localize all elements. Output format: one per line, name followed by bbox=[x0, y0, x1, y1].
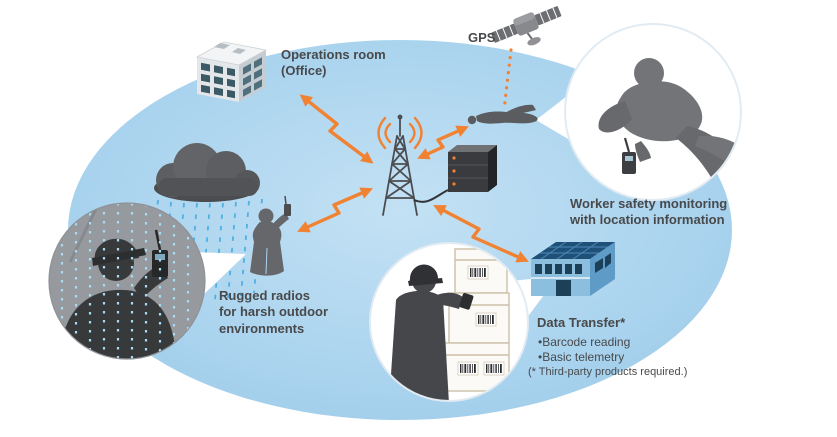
gps-label: GPS bbox=[468, 30, 496, 45]
warehouse-icon bbox=[531, 241, 615, 296]
barcode-scanner-icon bbox=[459, 293, 474, 310]
radio-tower-icon bbox=[382, 114, 418, 216]
worker-safety-inset bbox=[565, 24, 741, 200]
gps-signal-dotted-line bbox=[502, 48, 513, 112]
worker-safety-label: Worker safety monitoring with location i… bbox=[570, 196, 728, 228]
base-station-icon bbox=[448, 145, 497, 192]
rugged-radios-label: Rugged radios for harsh outdoor environm… bbox=[219, 288, 329, 336]
signal-arrows bbox=[297, 94, 529, 263]
inset-rain-dots bbox=[60, 203, 190, 359]
dropped-radio-icon bbox=[622, 137, 636, 174]
barcode-scanning-inset bbox=[370, 243, 528, 401]
rain-cloud-icon bbox=[154, 143, 260, 202]
rugged-radio-inset bbox=[49, 203, 205, 359]
data-transfer-title: Data Transfer* bbox=[537, 315, 626, 330]
radio-waves-icon bbox=[377, 116, 423, 150]
operations-room-label: Operations room (Office) bbox=[281, 47, 386, 79]
rain-worker-silhouette bbox=[58, 238, 176, 359]
left-inset-pointer bbox=[192, 252, 246, 298]
data-transfer-item-barcode: •Barcode reading bbox=[538, 335, 631, 349]
right-inset-ring bbox=[564, 23, 742, 201]
arrow-tower-fallen-worker bbox=[417, 125, 469, 160]
worker-in-rain-icon bbox=[250, 195, 291, 276]
bottom-inset-ring bbox=[369, 242, 529, 402]
arrow-tower-warehouse bbox=[433, 205, 529, 263]
gps-satellite-icon bbox=[491, 6, 562, 46]
arrow-tower-rain-worker bbox=[297, 187, 373, 233]
warehouse-worker-silhouette bbox=[389, 264, 474, 401]
data-transfer-item-telemetry: •Basic telemetry bbox=[538, 350, 625, 364]
left-inset-ring bbox=[48, 202, 206, 360]
handheld-radio-icon bbox=[152, 229, 168, 277]
office-building-icon bbox=[195, 41, 268, 102]
tower-server-cable bbox=[413, 189, 449, 203]
arrow-tower-office bbox=[299, 94, 374, 164]
data-transfer-footnote: (* Third-party products required.) bbox=[528, 366, 688, 378]
fallen-worker-icon bbox=[467, 104, 538, 125]
